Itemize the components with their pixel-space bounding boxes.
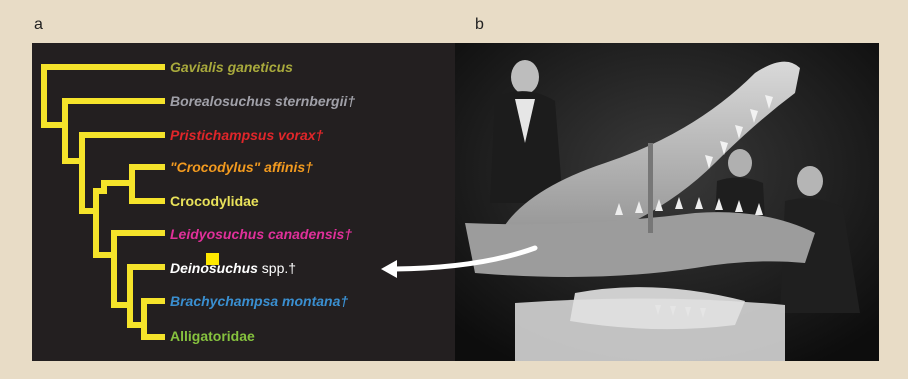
panel-label-a: a — [34, 16, 43, 34]
taxon-label-3: "Crocodylus" affinis† — [170, 159, 313, 175]
tree-branch — [96, 183, 132, 191]
fossil-photo — [455, 43, 879, 361]
panel-label-b: b — [475, 16, 484, 34]
person-right-head — [797, 166, 823, 196]
taxon-label-7: Brachychampsa montana† — [170, 293, 348, 309]
taxon-label-5: Leidyosuchus canadensis† — [170, 226, 352, 242]
person-middle-head — [728, 149, 752, 177]
taxon-label-1: Borealosuchus sternbergii† — [170, 93, 355, 109]
fossil-skull-photo-icon — [455, 43, 879, 361]
cladogram-panel: Gavialis ganeticus Borealosuchus sternbe… — [32, 43, 455, 361]
taxon-label-8: Alligatoridae — [170, 328, 255, 344]
taxon-label-6: Deinosuchus spp.† — [170, 260, 296, 276]
taxon-label-0: Gavialis ganeticus — [170, 59, 293, 75]
taxon-label-2: Pristichampsus vorax† — [170, 127, 323, 143]
taxon-label-4: Crocodylidae — [170, 193, 259, 209]
person-left-head — [511, 60, 539, 94]
